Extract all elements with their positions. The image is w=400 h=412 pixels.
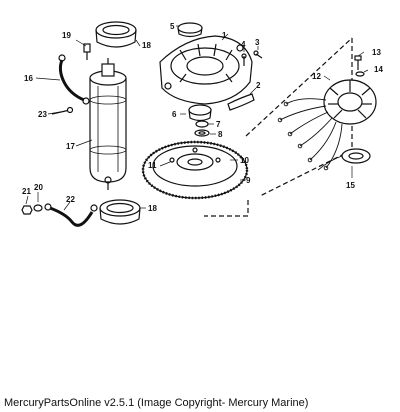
trigger-15 xyxy=(317,148,371,171)
cable-22 xyxy=(44,203,98,227)
callout-23: 23 xyxy=(38,110,47,119)
callout-15: 15 xyxy=(346,181,355,190)
callout-13: 13 xyxy=(372,48,381,57)
callout-11: 11 xyxy=(148,161,157,170)
callout-16: 16 xyxy=(24,74,33,83)
leader-lines xyxy=(25,25,369,211)
starter-boot-bottom xyxy=(99,199,141,225)
arm-2 xyxy=(227,93,255,111)
callout-21: 21 xyxy=(22,187,31,196)
bolt-13 xyxy=(354,55,362,70)
callout-22: 22 xyxy=(66,195,75,204)
callout-19: 19 xyxy=(62,31,71,40)
washer-7 xyxy=(195,120,209,128)
callout-18-bottom: 18 xyxy=(148,204,157,213)
bolt-19 xyxy=(83,43,91,60)
cable-16 xyxy=(58,54,90,105)
stator-wires xyxy=(277,98,343,171)
callout-2: 2 xyxy=(256,81,261,90)
starter-motor xyxy=(89,58,127,190)
callout-6: 6 xyxy=(172,110,177,119)
callout-17: 17 xyxy=(66,142,75,151)
hub-6 xyxy=(188,104,212,122)
washer-14 xyxy=(355,71,365,77)
callout-5: 5 xyxy=(170,22,175,31)
image-caption: MercuryPartsOnline v2.5.1 (Image Copyrig… xyxy=(4,397,309,409)
screw-3 xyxy=(253,50,263,59)
callout-9: 9 xyxy=(246,176,251,185)
callout-12: 12 xyxy=(312,72,321,81)
screw-23 xyxy=(51,106,74,115)
callout-1: 1 xyxy=(222,31,227,40)
callout-7: 7 xyxy=(216,120,221,129)
exploded-parts-diagram: 1 2 3 4 5 6 7 8 9 10 11 12 13 14 15 16 1… xyxy=(21,21,383,227)
callout-14: 14 xyxy=(374,65,383,74)
callout-20: 20 xyxy=(34,183,43,192)
cap-5 xyxy=(177,22,203,38)
screw-4 xyxy=(241,53,247,66)
callout-4: 4 xyxy=(241,40,246,49)
callout-8: 8 xyxy=(218,130,223,139)
stator-base-plate xyxy=(159,35,253,105)
callout-labels: 1 2 3 4 5 6 7 8 9 10 11 12 13 14 15 16 1… xyxy=(22,22,383,213)
flywheel xyxy=(141,140,249,200)
stator-12 xyxy=(323,79,377,125)
callout-10: 10 xyxy=(240,156,249,165)
callout-3: 3 xyxy=(255,38,260,47)
nut-21 xyxy=(21,205,33,215)
starter-boot-top xyxy=(95,21,137,48)
callout-18-top: 18 xyxy=(142,41,151,50)
washer-8 xyxy=(194,129,210,137)
washer-20 xyxy=(33,204,43,212)
